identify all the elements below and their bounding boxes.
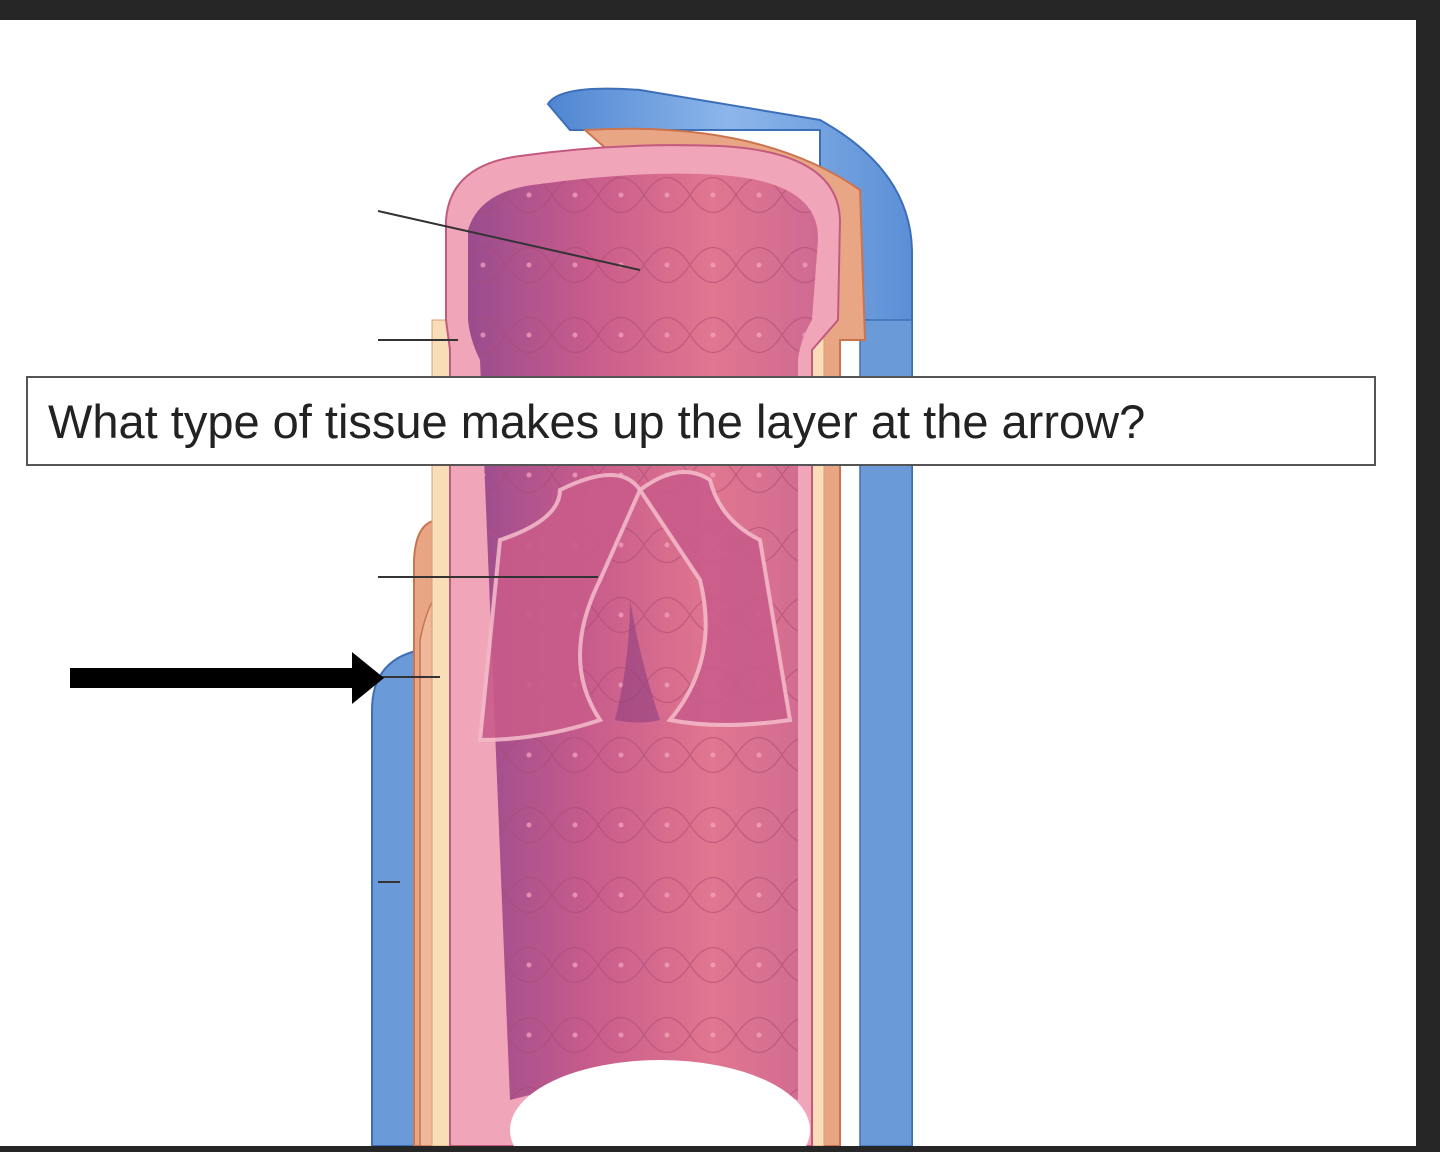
vein-diagram <box>0 20 1416 1146</box>
question-text: What type of tissue makes up the layer a… <box>48 394 1145 449</box>
pointer-arrow <box>70 652 384 704</box>
slide: What type of tissue makes up the layer a… <box>0 20 1416 1146</box>
question-box: What type of tissue makes up the layer a… <box>26 376 1376 466</box>
